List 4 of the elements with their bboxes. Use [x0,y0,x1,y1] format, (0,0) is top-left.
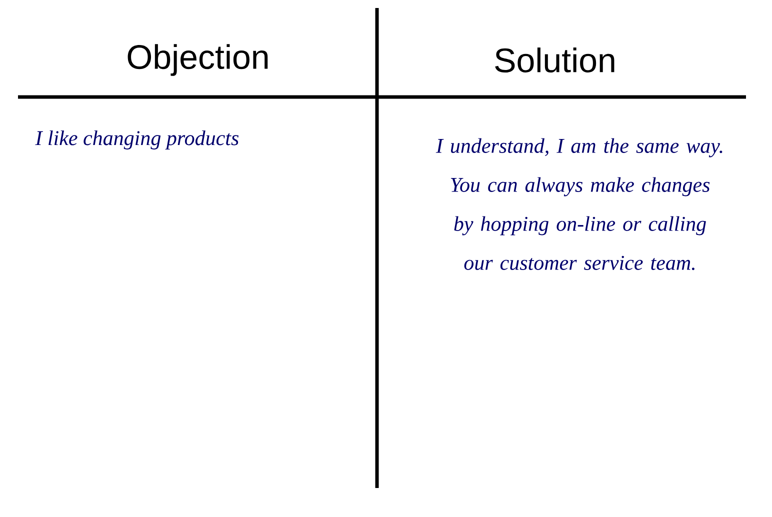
column-header: Solution [495,48,614,72]
table-cell: I like changing products [35,130,239,150]
column-header: Objection [128,44,268,76]
table-cell: I understand, I am the same way. You can always make changes by hopping on-line or calling our customer service team. [436,138,722,270]
